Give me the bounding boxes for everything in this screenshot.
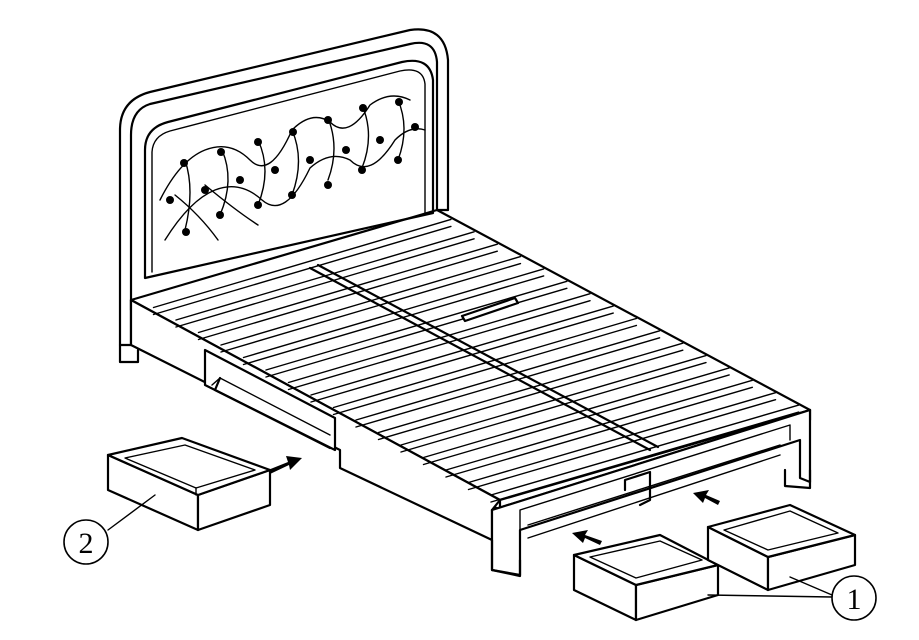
tufting-buttons [166, 98, 419, 236]
slat-edge [355, 330, 661, 421]
slat-edge [287, 299, 591, 391]
bed-frame [129, 208, 812, 578]
slat-edge [377, 349, 684, 441]
slat-edge [332, 324, 638, 416]
slat-edge [175, 238, 475, 328]
drawer-front-right [706, 503, 857, 592]
drawer-left [106, 436, 272, 532]
slat-edge [422, 374, 730, 466]
slat-edge [220, 262, 522, 353]
insert-arrow-front-left [572, 530, 602, 545]
callout-1-label: 1 [847, 583, 862, 616]
slat-edge [467, 398, 777, 491]
insert-arrow-left [268, 456, 302, 474]
slat-edge [490, 404, 800, 496]
slat-edge [400, 354, 707, 446]
tufted-panel [143, 59, 435, 280]
drawer-front-left [572, 533, 720, 622]
slat-edge [152, 225, 452, 316]
callout-1: 1 [707, 575, 877, 621]
slat-edge [490, 411, 800, 503]
slat-edge [310, 312, 614, 403]
slat-edge [445, 386, 754, 478]
slat-edge [355, 337, 661, 428]
slat-edge [400, 361, 707, 453]
slat-edge [467, 391, 777, 484]
slat-edge [377, 342, 684, 434]
slat-edge [445, 379, 754, 471]
insert-arrow-front-right [693, 490, 720, 505]
slat-edge [422, 367, 730, 459]
headboard [118, 28, 450, 364]
slat-edge [197, 250, 498, 341]
center-support [308, 263, 660, 507]
callout-2-label: 2 [79, 527, 94, 560]
callout-2: 2 [63, 494, 156, 565]
slat-edge [242, 275, 545, 366]
slat-edge [152, 218, 452, 309]
slat-edge [332, 317, 638, 409]
slats [152, 218, 800, 503]
